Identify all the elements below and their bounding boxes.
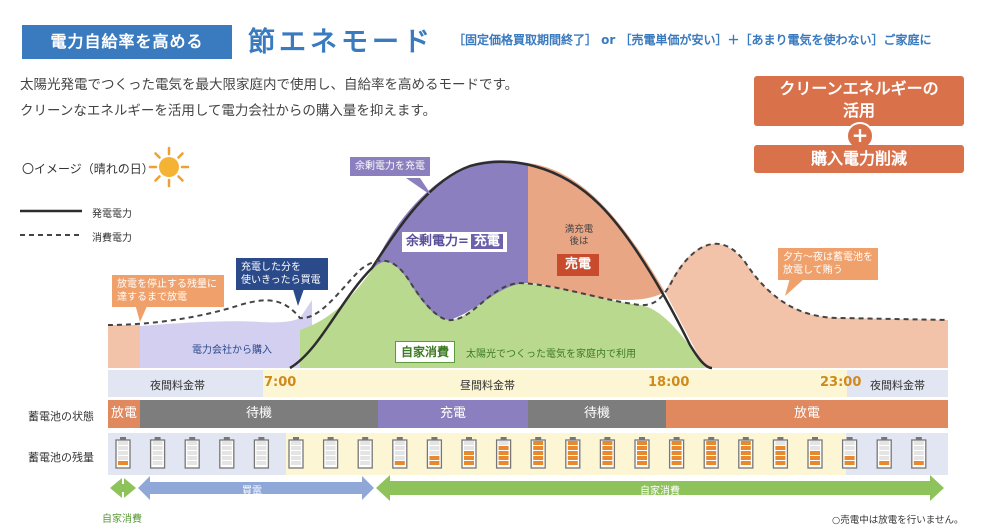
grid-purchase-area — [140, 300, 312, 368]
state-segment-label: 放電 — [793, 406, 820, 421]
battery-icon — [565, 437, 581, 469]
self-consume-desc: 太陽光でつくった電気を家庭内で利用 — [466, 349, 636, 360]
state-segment — [378, 400, 528, 428]
buy-after-use-line-2: 使いきったら買電 — [241, 275, 321, 286]
full-charge-line-1: 満充電 — [564, 224, 594, 235]
timeline-night-left-label: 夜間料金帯 — [150, 379, 205, 392]
state-segment-label: 待機 — [245, 406, 272, 421]
flow-self-left-label: 自家消費 — [102, 514, 142, 525]
bubble-pointer-buy — [292, 286, 305, 306]
buy-after-use-line-1: 充電した分を — [241, 262, 301, 273]
sunny-day-label: 〇イメージ（晴れの日） — [22, 162, 154, 176]
bubble-pointer-evening — [785, 278, 805, 296]
timeline-t3: 23:00 — [820, 375, 862, 390]
state-segment-label: 放電 — [110, 406, 137, 421]
battery-icon — [288, 437, 304, 469]
bubble-pointer-surplus — [406, 178, 432, 196]
clean-energy-box: クリーンエネルギーの 活用 — [754, 76, 964, 126]
battery-icon — [738, 437, 754, 469]
clean-energy-line-2: 活用 — [842, 101, 875, 120]
battery-icon — [772, 437, 789, 469]
page-title: 節エネモード — [248, 27, 434, 58]
timeline-night-right-label: 夜間料金帯 — [870, 379, 925, 392]
description-line-1: 太陽光発電でつくった電気を最大限家庭内で使用し、自給率を高めるモードです。 — [20, 77, 519, 93]
surplus-power-text: 余剰電力= — [406, 234, 469, 249]
generation-line — [289, 160, 713, 370]
arrow-self-main — [376, 475, 944, 501]
grid-purchase-label: 電力会社から購入 — [192, 345, 272, 356]
battery-icon — [530, 437, 546, 469]
state-segment — [108, 400, 140, 428]
battery-level-row-label: 蓄電池の残量 — [28, 451, 94, 464]
legend-generation-label: 発電電力 — [92, 209, 132, 220]
evening-discharge-area — [665, 243, 948, 368]
battery-icon — [392, 437, 408, 469]
evening-line-2: 放電して賄う — [783, 265, 843, 276]
battery-icon — [184, 437, 200, 469]
battery-icon — [149, 437, 166, 469]
state-segment-label: 充電 — [439, 406, 466, 421]
sell-tag: 売電 — [557, 254, 599, 276]
timeline-night-right — [847, 370, 948, 397]
target-household-note: ［固定価格買取期間終了］ or ［売電単価が安い］＋［あまり電気を使わない］ご家… — [453, 33, 932, 47]
battery-icon — [911, 437, 927, 469]
flow-self-main-label: 自家消費 — [640, 486, 680, 497]
battery-state-bar — [108, 400, 948, 428]
buy-after-use-bubble: 充電した分を 使いきったら買電 — [236, 258, 328, 290]
stop-discharge-line-2: 達するまで放電 — [117, 292, 187, 303]
battery-icon — [634, 437, 650, 469]
state-segment — [140, 400, 378, 428]
legend-consumption-label: 消費電力 — [92, 233, 132, 244]
state-segment — [528, 400, 666, 428]
battery-icon — [841, 437, 858, 469]
state-segment — [666, 400, 948, 428]
arrow-buy — [138, 476, 374, 500]
bubble-pointer-stop — [135, 304, 148, 322]
timeline-day — [263, 370, 847, 397]
sun-icon — [148, 146, 190, 188]
evening-line-1: 夕方～夜は蓄電池を — [783, 252, 873, 263]
battery-icon — [807, 437, 823, 469]
battery-icon — [219, 437, 235, 469]
battery-icon — [495, 437, 512, 469]
consumption-line — [107, 242, 949, 326]
flow-buy-label: 買電 — [242, 486, 262, 497]
surplus-charge-bubble: 余剰電力を充電 — [350, 157, 430, 176]
stop-discharge-bubble: 放電を停止する残量に 達するまで放電 — [112, 275, 224, 307]
timeline-t2: 18:00 — [648, 375, 690, 390]
timeline-t1: 7:00 — [264, 375, 297, 390]
full-charge-line-2: 後は — [569, 236, 589, 247]
battery-icon — [876, 437, 892, 469]
charge-tag: 充電 — [470, 234, 503, 249]
clean-energy-line-1: クリーンエネルギーの — [779, 79, 939, 98]
purchase-reduction-box: 購入電力削減 — [754, 145, 964, 173]
battery-state-row-label: 蓄電池の状態 — [28, 410, 94, 423]
self-consume-tag: 自家消費 — [395, 341, 456, 363]
battery-icon — [461, 437, 477, 469]
battery-icon — [599, 437, 616, 469]
battery-icon — [322, 437, 339, 469]
mode-category-badge: 電力自給率を高める — [22, 25, 232, 59]
stop-discharge-line-1: 放電を停止する残量に — [117, 279, 217, 290]
battery-icon — [115, 437, 131, 469]
battery-icon — [253, 437, 270, 469]
full-charge-note: 満充電 後は — [556, 224, 602, 248]
battery-icon — [668, 437, 685, 469]
level-band-night-right — [846, 433, 948, 475]
battery-icon — [357, 437, 373, 469]
arrow-self-left-b — [118, 478, 136, 498]
footnote: ○売電中は放電を行いません。 — [832, 515, 964, 526]
timeline-day-label: 昼間料金帯 — [460, 379, 515, 392]
battery-icon — [426, 437, 443, 469]
battery-level-icons — [115, 437, 927, 469]
evening-discharge-bubble: 夕方～夜は蓄電池を 放電して賄う — [778, 248, 878, 280]
timeline-night-left — [108, 370, 263, 397]
state-segment-label: 待機 — [583, 406, 610, 421]
battery-icon — [703, 437, 719, 469]
surplus-power-label: 余剰電力=充電 — [402, 232, 507, 252]
description-line-2: クリーンなエネルギーを活用して電力会社からの購入量を抑えます。 — [20, 103, 437, 119]
night-discharge-area-left — [108, 325, 140, 368]
